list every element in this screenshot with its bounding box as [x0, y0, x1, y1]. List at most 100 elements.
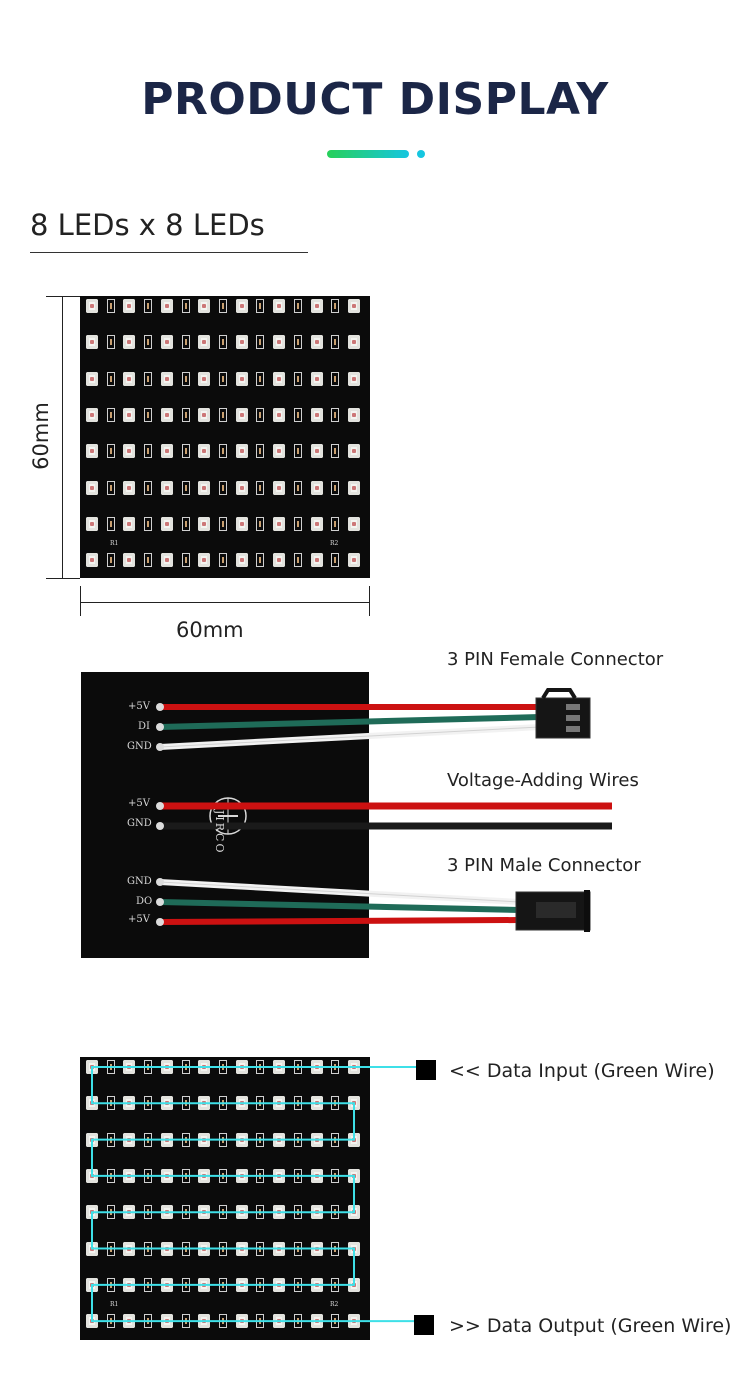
capacitor	[106, 444, 115, 459]
capacitor	[181, 371, 190, 386]
data-output-label: >> Data Output (Green Wire)	[449, 1315, 732, 1337]
capacitor	[106, 553, 115, 568]
height-dimension-tick-top	[46, 296, 80, 297]
capacitor	[106, 516, 115, 531]
capacitor	[181, 553, 190, 568]
led-chip	[86, 299, 98, 313]
input-di-wire	[159, 714, 541, 730]
capacitor	[331, 480, 340, 495]
led-chip	[123, 516, 136, 531]
capacitor	[181, 516, 190, 531]
capacitor	[293, 407, 302, 422]
width-dimension-tick-left	[80, 586, 81, 616]
led-chip	[160, 299, 173, 313]
led-chip	[160, 371, 173, 386]
led-chip	[235, 444, 248, 459]
capacitor	[144, 444, 153, 459]
capacitor	[219, 553, 227, 568]
height-dimension-line	[62, 296, 63, 579]
led-chip	[86, 553, 98, 568]
page-title: PRODUCT DISPLAY	[141, 74, 609, 125]
capacitor	[331, 444, 340, 459]
capacitor	[181, 407, 190, 422]
capacitor	[331, 407, 340, 422]
capacitor	[331, 516, 340, 531]
led-chip	[160, 444, 173, 459]
led-chip	[348, 516, 360, 531]
led-chip	[310, 335, 323, 350]
led-chip	[235, 516, 248, 531]
height-dimension-tick-bottom	[46, 578, 80, 579]
pin-label-in-gnd: GND	[127, 741, 152, 752]
led-chip	[198, 553, 211, 568]
pin-label-pwr-5v: +5V	[128, 798, 150, 809]
led-chip	[273, 371, 286, 386]
pin-label-out-5v: +5V	[128, 914, 150, 925]
led-chip	[310, 480, 323, 495]
led-chip	[348, 299, 360, 313]
led-chip	[348, 371, 360, 386]
led-chip	[123, 480, 136, 495]
led-chip	[348, 335, 360, 350]
capacitor	[219, 516, 227, 531]
output-5v-wire	[159, 917, 521, 925]
led-chip	[273, 407, 286, 422]
led-chip	[123, 444, 136, 459]
led-chip	[273, 444, 286, 459]
female-connector-label: 3 PIN Female Connector	[447, 649, 664, 670]
capacitor	[106, 480, 115, 495]
width-dimension-line	[80, 602, 370, 603]
led-chip	[198, 480, 211, 495]
led-chip	[123, 371, 136, 386]
title-accent-bar	[327, 150, 409, 158]
led-chip	[235, 371, 248, 386]
led-chip	[198, 299, 211, 313]
led-chip	[235, 480, 248, 495]
led-chip	[123, 335, 136, 350]
led-chip	[310, 407, 323, 422]
capacitor	[219, 407, 227, 422]
capacitor	[106, 407, 115, 422]
capacitor	[106, 335, 115, 350]
capacitor	[219, 444, 227, 459]
led-chip	[310, 299, 323, 313]
resistor-label-r1: R1	[110, 540, 119, 548]
led-chip	[348, 444, 360, 459]
led-chip	[273, 480, 286, 495]
capacitor	[331, 553, 340, 568]
capacitor	[293, 299, 302, 313]
female-connector-icon	[535, 688, 591, 739]
led-chip	[198, 444, 211, 459]
capacitor	[219, 480, 227, 495]
led-chip	[86, 335, 98, 350]
led-chip	[160, 553, 173, 568]
capacitor	[106, 299, 115, 313]
matrix-size-heading: 8 LEDs x 8 LEDs	[30, 208, 265, 242]
led-chip	[123, 407, 136, 422]
male-connector-label: 3 PIN Male Connector	[447, 855, 641, 876]
capacitor	[331, 371, 340, 386]
capacitor	[144, 480, 153, 495]
led-chip	[235, 335, 248, 350]
led-chip	[310, 553, 323, 568]
led-chip	[123, 299, 136, 313]
capacitor	[219, 371, 227, 386]
resistor-label-r1: R1	[110, 1301, 119, 1309]
capacitor	[293, 553, 302, 568]
pin-label-out-do: DO	[136, 896, 153, 907]
pin-label-in-5v: +5V	[128, 701, 150, 712]
capacitor	[293, 335, 302, 350]
led-chip	[86, 444, 98, 459]
capacitor	[219, 335, 227, 350]
capacitor	[144, 371, 153, 386]
led-chip	[273, 335, 286, 350]
led-chip	[86, 516, 98, 531]
voltage-wires-label: Voltage-Adding Wires	[447, 770, 639, 791]
led-chip	[198, 516, 211, 531]
wiring-diagram	[156, 688, 612, 932]
pin-label-out-gnd: GND	[127, 876, 152, 887]
led-chip	[235, 299, 248, 313]
pin-label-in-di: DI	[138, 721, 150, 732]
led-chip	[348, 553, 360, 568]
